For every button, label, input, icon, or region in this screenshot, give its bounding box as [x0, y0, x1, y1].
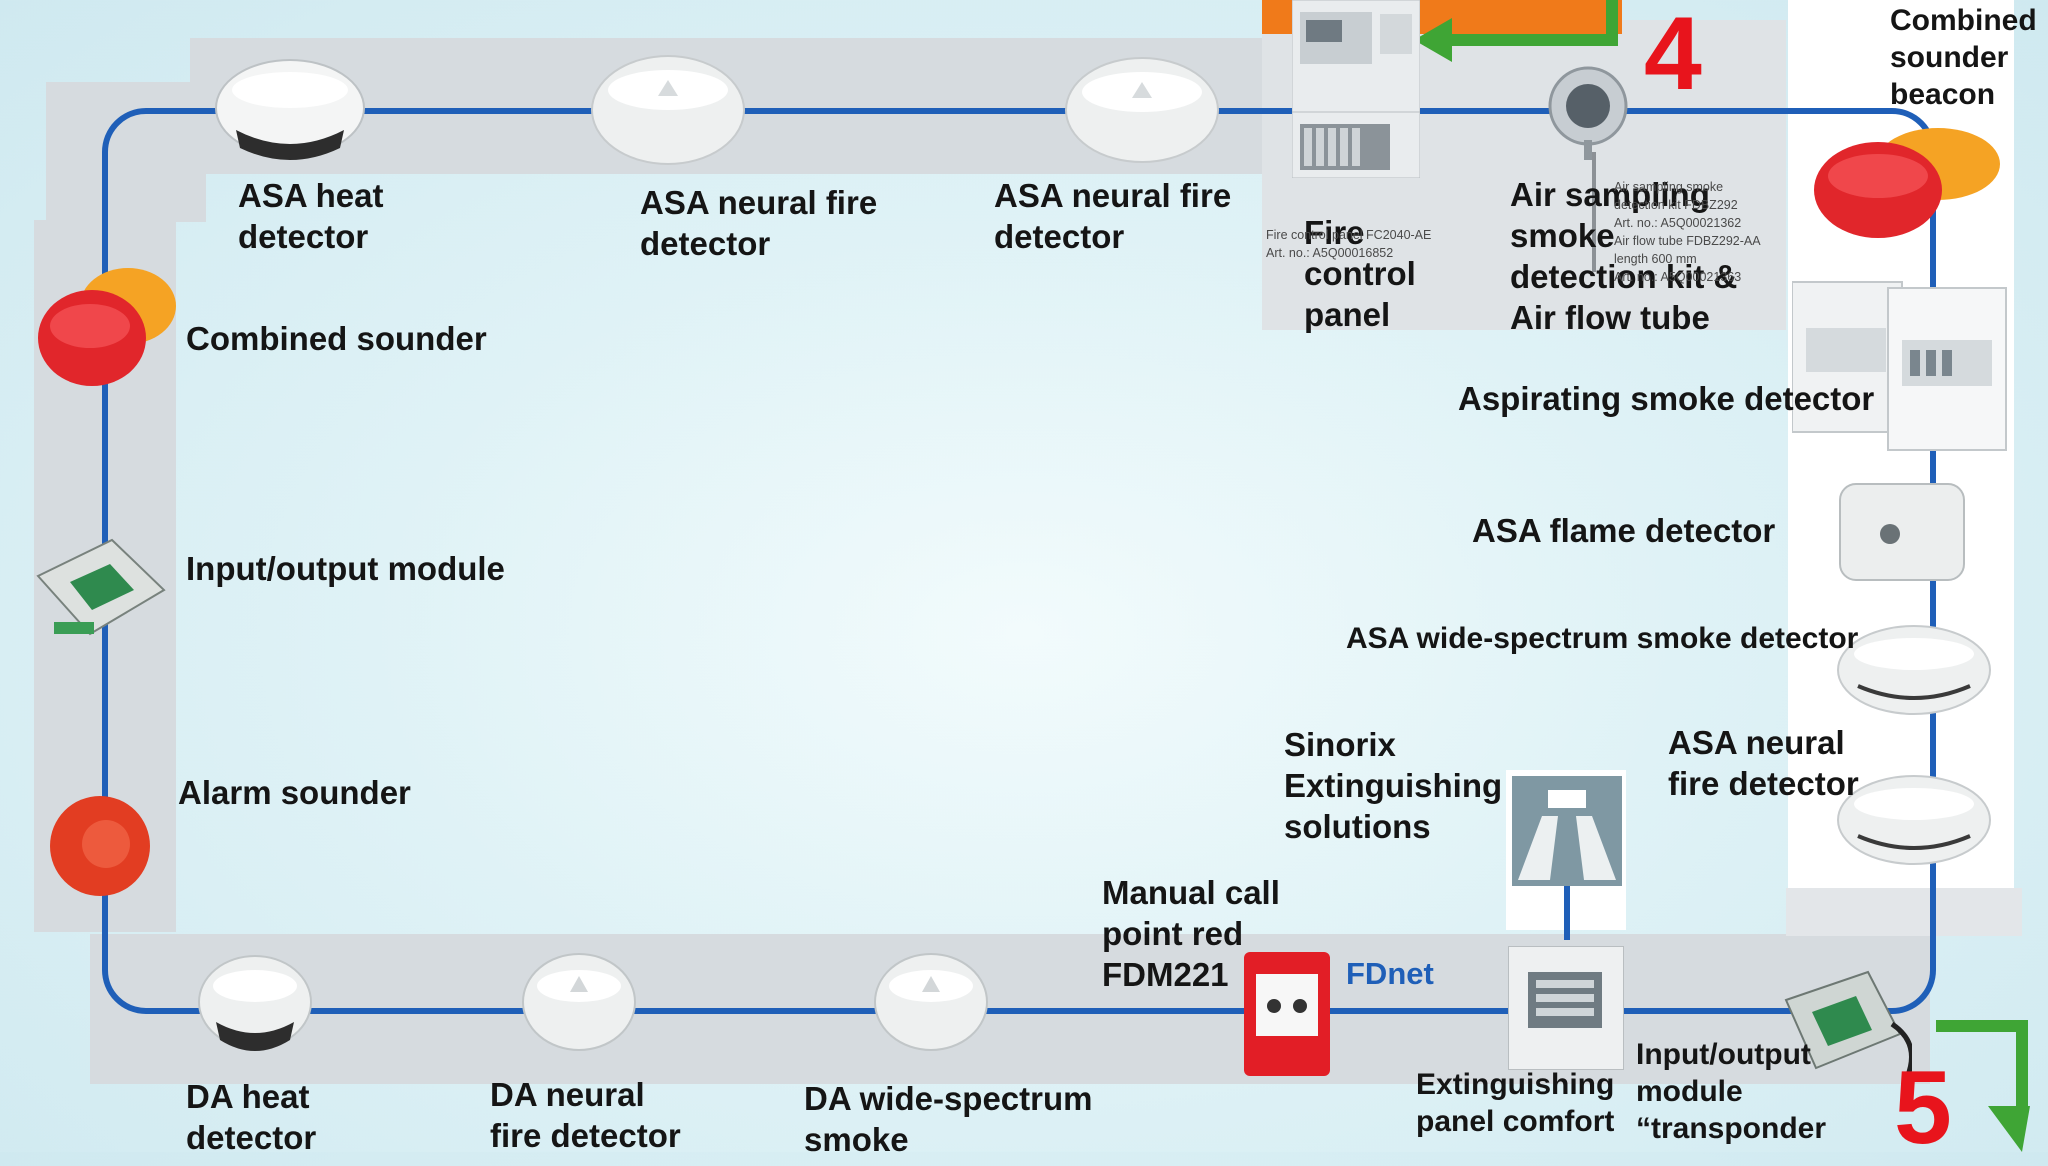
manual-call-point-label: Manual call point red FDM221 [1102, 874, 1280, 993]
combined-sounder-label: Combined sounder [186, 320, 487, 357]
combined-sounder-beacon-label: Combined sounder beacon [1890, 4, 2037, 111]
air-tube-line [1592, 152, 1596, 272]
asa-neural-detector-top-1-image [588, 50, 748, 174]
fire-control-panel-image [1292, 0, 1420, 178]
step-5-down-arrow [1930, 1020, 2030, 1152]
sinorix-label: Sinorix Extinguishing solutions [1284, 726, 1503, 845]
alarm-sounder-image [46, 790, 156, 900]
fire-control-panel-label: Fire control panel [1304, 214, 1416, 333]
da-heat-label: DA heat detector [186, 1078, 317, 1156]
io-module-left-label: Input/output module [186, 550, 505, 587]
io-module-left-image [34, 530, 170, 650]
sinorix-extinguishing-icon [1512, 776, 1622, 886]
right-bottom-band [1786, 888, 2022, 936]
extinguishing-panel-image [1508, 946, 1624, 1070]
panel-product-note: Fire control panel FC2040-AE Art. no.: A… [1266, 228, 1432, 260]
da-neural-detector-image [520, 950, 638, 1074]
step-4-marker: 4 [1644, 0, 1702, 112]
top-left-band [46, 82, 206, 222]
io-transponder-label: Input/output module “transponder [1636, 1038, 1827, 1145]
io-transponder-image [1772, 964, 1912, 1080]
da-wide-spectrum-label: DA wide-spectrum smoke [804, 1080, 1093, 1158]
asa-flame-label: ASA flame detector [1472, 512, 1776, 549]
da-wide-spectrum-detector-image [872, 950, 990, 1074]
sinorix-branch-line [1564, 880, 1570, 940]
asa-neural-detector-right-image [1834, 770, 1994, 870]
combined-sounder-beacon-image [1806, 118, 2006, 248]
air-sampling-label: Air sampling smoke detection kit & Air f… [1510, 176, 1738, 336]
aspirating-product-note: Air sampling smoke detection kit FDBZ292… [1614, 180, 1761, 284]
alarm-sounder-label: Alarm sounder [178, 774, 411, 811]
da-heat-detector-image [196, 952, 314, 1072]
asa-wide-spectrum-label: ASA wide-spectrum smoke detector [1346, 622, 1859, 655]
extinguishing-panel-label: Extinguishing panel comfort [1416, 1068, 1615, 1138]
asa-neural-detector-top-2-image [1062, 52, 1222, 172]
step-5-marker: 5 [1894, 1050, 1952, 1166]
aspirating-smoke-detector-image [1792, 278, 2012, 454]
asa-wide-spectrum-detector-image [1834, 620, 1994, 720]
asa-neural-top-1-label: ASA neural fire detector [640, 184, 878, 262]
aspirating-label: Aspirating smoke detector [1458, 380, 1875, 417]
asa-neural-top-2-label: ASA neural fire detector [994, 177, 1232, 255]
asa-heat-detector-image [212, 52, 368, 172]
manual-call-point-image [1244, 952, 1330, 1076]
asa-flame-detector-image [1836, 478, 1970, 586]
combined-sounder-image [30, 262, 180, 392]
fdnet-label: FDnet [1346, 956, 1434, 991]
da-neural-label: DA neural fire detector [490, 1076, 681, 1154]
air-sampling-kit-image [1544, 64, 1634, 160]
asa-neural-right-label: ASA neural fire detector [1668, 724, 1859, 802]
asa-heat-detector-label: ASA heat detector [238, 177, 384, 255]
